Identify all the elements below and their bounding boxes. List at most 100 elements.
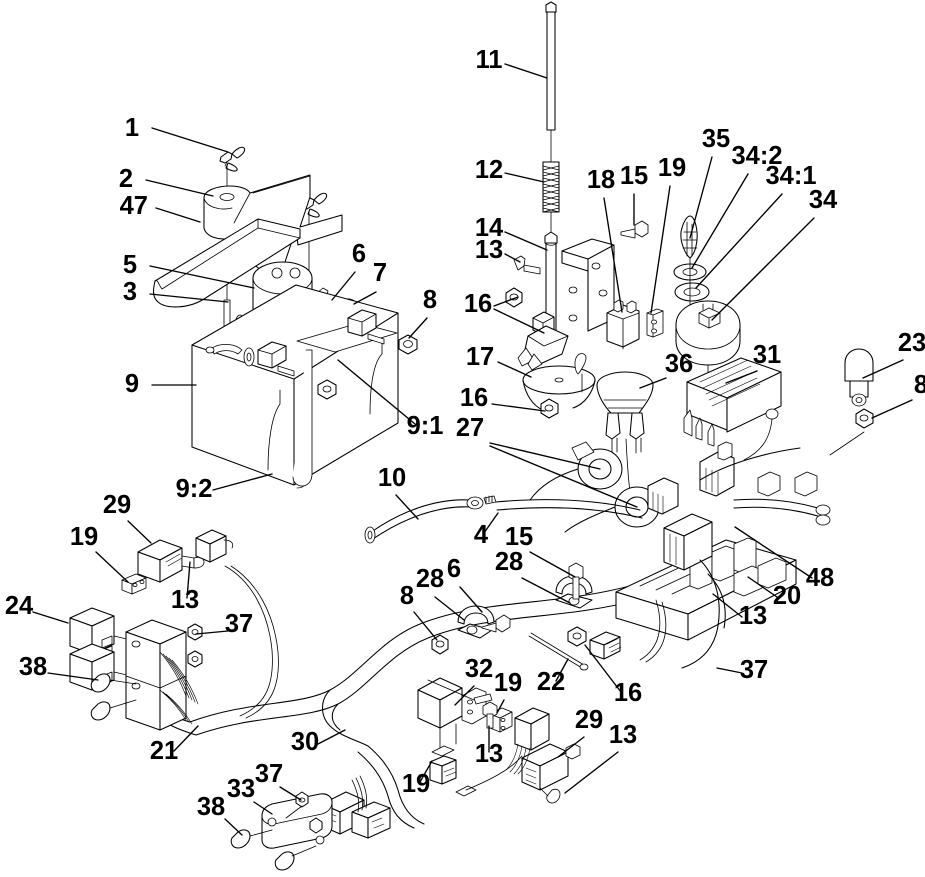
callout-number-35: 35 <box>702 125 730 153</box>
leader-line-4 <box>483 512 499 534</box>
callout-number-2: 2 <box>119 165 133 193</box>
callout-number-13: 13 <box>475 740 503 768</box>
callout-number-4: 4 <box>474 521 489 549</box>
leader-line-12 <box>504 172 545 183</box>
callout-number-9-2: 9:2 <box>176 475 213 503</box>
callout-number-6: 6 <box>352 240 366 268</box>
clamp-left <box>431 605 511 655</box>
callout-number-19: 19 <box>494 669 522 697</box>
callout-number-15: 15 <box>505 523 533 551</box>
callout-number-34: 34 <box>809 186 838 214</box>
leader-line-19 <box>496 699 505 714</box>
callout-number-8: 8 <box>914 371 925 399</box>
switch-17 <box>517 311 596 419</box>
wing-nut-1-icon <box>219 146 246 172</box>
callout-number-36: 36 <box>665 350 693 378</box>
callout-number-14: 14 <box>475 214 504 242</box>
callout-number-6: 6 <box>447 555 461 583</box>
callout-number-19: 19 <box>658 154 686 182</box>
leader-line-23 <box>862 359 904 379</box>
leader-line-6 <box>459 586 483 613</box>
leader-line-31 <box>725 370 758 384</box>
callout-number-37: 37 <box>225 610 253 638</box>
leader-line-28 <box>521 577 571 604</box>
leader-line-18 <box>603 197 623 313</box>
callout-number-20: 20 <box>773 582 801 610</box>
actuator-32 <box>417 677 493 757</box>
fuse-panel <box>615 513 797 641</box>
callout-number-19: 19 <box>70 523 98 551</box>
callout-number-8: 8 <box>423 286 437 314</box>
leader-line-14 <box>504 231 548 251</box>
battery-box <box>191 284 399 489</box>
leader-line-37 <box>716 667 743 674</box>
leader-line-34 <box>711 217 815 321</box>
callout-number-29: 29 <box>103 491 131 519</box>
callout-number-5: 5 <box>123 251 137 279</box>
leader-line-37 <box>279 786 302 801</box>
callout-number-10: 10 <box>378 464 406 492</box>
callout-number-47: 47 <box>120 192 148 220</box>
callout-number-28: 28 <box>416 565 444 593</box>
callout-number-13: 13 <box>171 586 199 614</box>
leader-line-22 <box>555 658 569 682</box>
module-33 <box>230 791 333 871</box>
leader-line-19 <box>419 760 433 783</box>
leader-line-7 <box>353 291 377 305</box>
rod-spring-assembly-group <box>505 1 649 332</box>
leader-line-33 <box>253 801 273 815</box>
leader-line-34:2 <box>691 173 749 269</box>
leader-line-47 <box>155 207 201 223</box>
leader-line-20 <box>747 576 778 598</box>
plug-19-bottom <box>429 755 457 785</box>
callout-number-22: 22 <box>537 668 565 696</box>
leader-line-36 <box>639 377 667 389</box>
callout-number-28: 28 <box>495 548 523 576</box>
callout-number-16: 16 <box>464 290 492 318</box>
leader-line-17 <box>497 361 532 378</box>
leader-line-13 <box>504 253 521 263</box>
leader-line-8 <box>871 399 913 419</box>
callout-number-24: 24 <box>5 592 34 620</box>
callout-number-33: 33 <box>227 775 255 803</box>
callout-leader-lines <box>32 63 913 836</box>
leader-line-37 <box>195 630 229 635</box>
leader-line-15 <box>529 551 576 578</box>
leader-line-8 <box>413 611 438 641</box>
leader-line-21 <box>173 725 199 752</box>
callout-number-38: 38 <box>197 793 225 821</box>
callout-number-3: 3 <box>123 278 137 306</box>
button-36 <box>596 371 654 523</box>
leader-line-38 <box>224 818 243 836</box>
spring-icon <box>542 161 560 213</box>
leader-line-34:1 <box>695 193 783 289</box>
leader-line-24 <box>32 611 69 624</box>
callout-number-8: 8 <box>400 582 414 610</box>
leader-line-6 <box>331 271 356 301</box>
leader-line-c27b <box>489 445 638 508</box>
leader-line-30 <box>317 729 346 745</box>
leader-line-19 <box>650 185 671 314</box>
leader-line-13 <box>186 561 191 599</box>
leader-line-1 <box>151 127 229 153</box>
leader-line-9:1 <box>337 359 416 425</box>
ignition-switch-group <box>606 215 782 447</box>
grommet-pair <box>529 441 660 533</box>
callout-number-18: 18 <box>587 166 615 194</box>
leader-line-9:2 <box>212 473 273 491</box>
leader-line-35 <box>689 156 713 239</box>
lamp-socket-group <box>829 348 874 456</box>
callout-number-13: 13 <box>609 721 637 749</box>
battery-assembly-group <box>152 146 418 489</box>
callout-number-31: 31 <box>753 341 781 369</box>
leader-line-8 <box>408 317 428 339</box>
leader-line-c16a2 <box>493 308 545 334</box>
callout-number-9: 9 <box>125 370 139 398</box>
bottom-hardware-group <box>230 562 622 871</box>
callout-number-9-1: 9:1 <box>407 412 444 440</box>
callout-number-15: 15 <box>620 162 648 190</box>
center-devices-group <box>517 311 660 533</box>
connector-29-left <box>121 529 234 595</box>
callout-number-30: 30 <box>291 728 319 756</box>
